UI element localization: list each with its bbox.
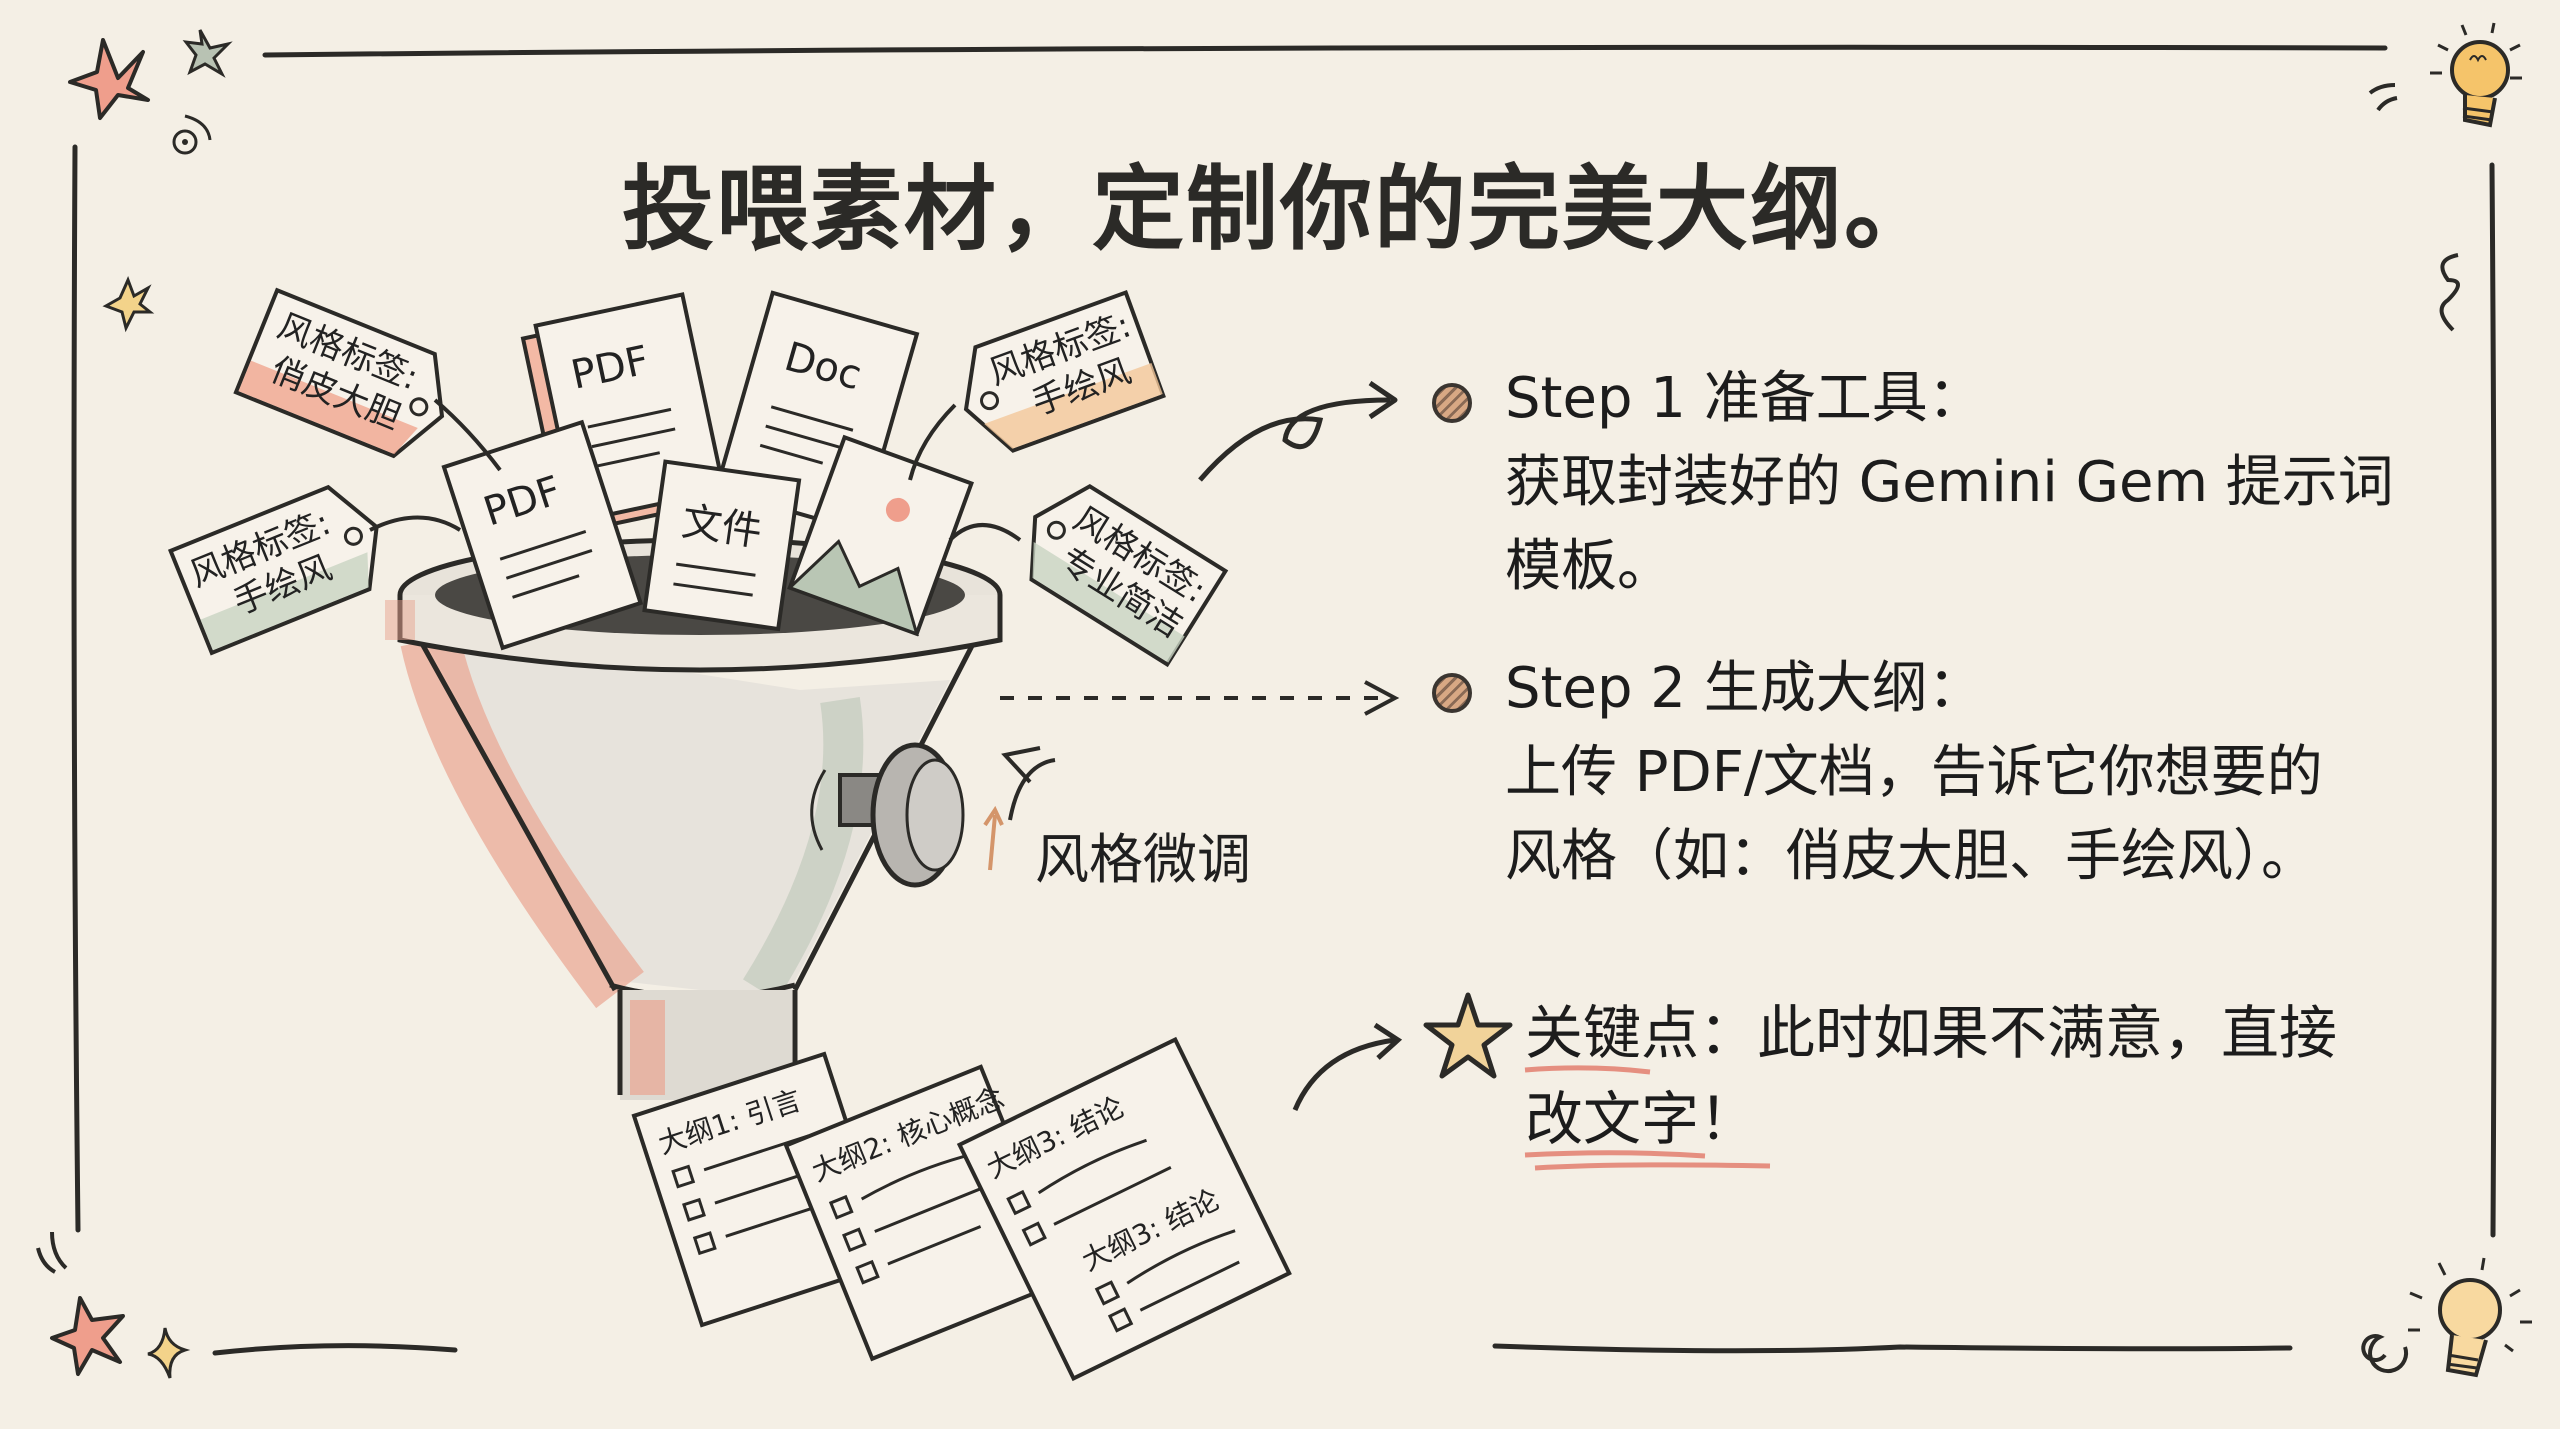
- key-point-line-1: 关键点：此时如果不满意，直接: [1525, 999, 2338, 1067]
- keypoint-underline-2: [1524, 1150, 1771, 1171]
- lightbulb-icon-topright: [2430, 22, 2522, 128]
- knob-label: 风格微调: [1035, 828, 1251, 891]
- frame-bottom-right-line: [1492, 1343, 2293, 1354]
- document-file: 文件: [642, 459, 802, 632]
- star-icon-keypoint: [1423, 992, 1513, 1079]
- key-point-line-2: 改文字！: [1525, 1085, 1758, 1153]
- step-1-line-2: 模板。: [1505, 534, 1673, 599]
- star-icon-red-bottomleft: [50, 1296, 125, 1376]
- document-label: 文件: [679, 499, 765, 556]
- document-image: [787, 434, 974, 637]
- step-1-line-1: 获取封装好的 Gemini Gem 提示词: [1505, 450, 2394, 515]
- spiral-icon-topleft: [172, 129, 198, 155]
- key-point: 关键点：此时如果不满意，直接 改文字！: [1525, 990, 2337, 1162]
- curly-arrow-step1: [1198, 397, 1391, 482]
- step-2-line-1: 上传 PDF/文档，告诉它你想要的: [1505, 740, 2323, 805]
- sparkle-icon-bottomleft: [147, 1327, 191, 1379]
- outline-page-3: 大纲3: 结论 大纲3: 结论: [956, 1036, 1292, 1382]
- frame-top-line: [262, 44, 2388, 58]
- style-tag-handdrawn-left: 风格标签: 手绘风: [167, 484, 379, 656]
- document-pdf-front: PDF: [441, 419, 644, 651]
- lightbulb-icon-bottomright: [2408, 1257, 2532, 1378]
- star-icon-green-topleft: [182, 29, 233, 78]
- frame-right-line: [2489, 162, 2497, 1238]
- step2-bullet-icon: [1432, 673, 1472, 713]
- step-2-heading: Step 2 生成大纲：: [1505, 656, 1984, 721]
- step-2: Step 2 生成大纲： 上传 PDF/文档，告诉它你想要的 风格（如：俏皮大胆…: [1505, 647, 2323, 899]
- page-title: 投喂素材，定制你的完美大纲。: [621, 156, 1938, 263]
- step1-bullet-icon: [1432, 383, 1472, 423]
- squiggle-icon-right: [2439, 253, 2460, 332]
- motion-lines-bottomleft: [36, 1231, 68, 1274]
- star-icon-red-topleft: [68, 38, 150, 120]
- motion-lines-icon: [2368, 83, 2398, 112]
- curved-arrow-keypoint: [1292, 1037, 1396, 1111]
- star-icon-yellow-left: [102, 276, 155, 333]
- step-2-line-2: 风格（如：俏皮大胆、手绘风）。: [1505, 824, 2317, 889]
- frame-left-line: [71, 144, 81, 1233]
- step-1-heading: Step 1 准备工具：: [1505, 366, 1984, 431]
- style-tag-handdrawn-right: 风格标签: 手绘风: [963, 289, 1166, 453]
- frame-bottom-left-line: [212, 1343, 458, 1356]
- knob-up-arrow-icon: [988, 814, 997, 871]
- keypoint-underline: [1524, 1065, 1651, 1075]
- style-tag-playful: 风格标签: 俏皮大胆: [233, 287, 445, 459]
- step-1: Step 1 准备工具： 获取封装好的 Gemini Gem 提示词 模板。: [1505, 357, 2394, 609]
- spiral-icon-bottomright: [2361, 1334, 2409, 1374]
- style-tag-professional: 风格标签: 专业简洁: [1029, 483, 1229, 668]
